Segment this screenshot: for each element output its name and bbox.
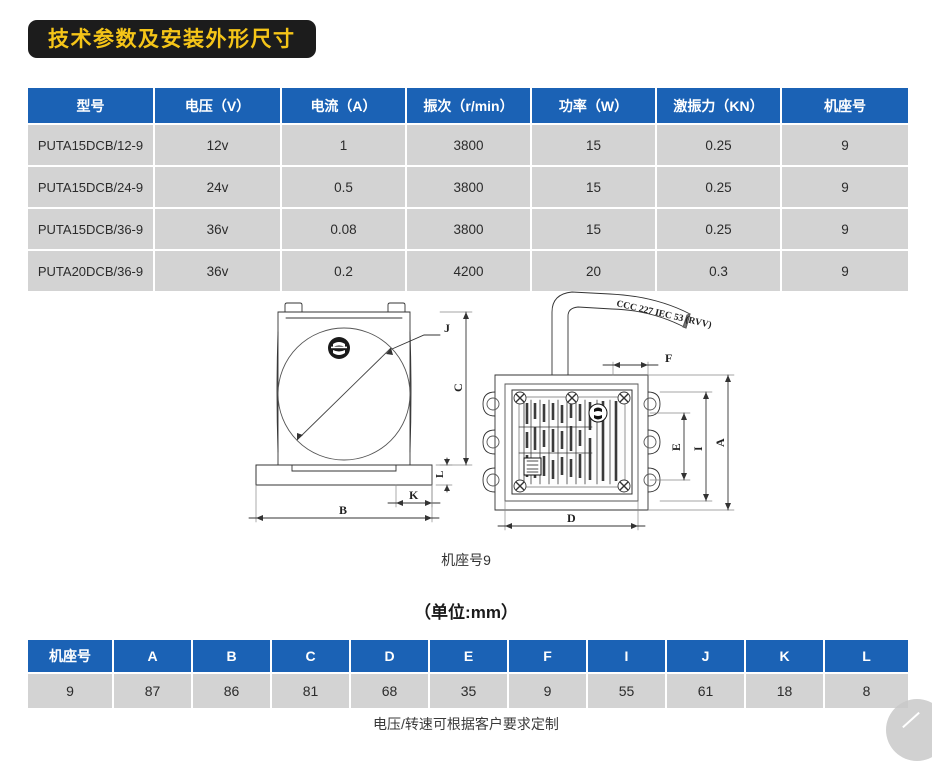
col-header-model: 型号 (28, 88, 155, 125)
dim-label-K: K (409, 488, 419, 502)
dim-col-header-l: L (825, 640, 908, 674)
dim-col-header-b: B (193, 640, 272, 674)
col-header-voltage: 电压（V） (155, 88, 282, 125)
dim-col-header-k: K (746, 640, 825, 674)
dim-col-header-i: I (588, 640, 667, 674)
cell-frequency: 3800 (407, 167, 532, 209)
cell-exciting-force: 0.3 (657, 251, 782, 291)
cell-power: 15 (532, 125, 657, 167)
cell-power: 15 (532, 167, 657, 209)
dim-cell-a: 87 (114, 674, 193, 708)
table-row: 9 87 86 81 68 35 9 55 61 18 8 (28, 674, 908, 708)
motor-nameplate-icon (511, 389, 633, 495)
dim-cell-f: 9 (509, 674, 588, 708)
table-row: PUTA15DCB/24-9 24v 0.5 3800 15 0.25 9 (28, 167, 908, 209)
dim-col-header-c: C (272, 640, 351, 674)
col-header-power: 功率（W） (532, 88, 657, 125)
dim-cell-e: 35 (430, 674, 509, 708)
cell-frame-no: 9 (782, 209, 908, 251)
dim-label-E: E (671, 443, 683, 451)
cell-exciting-force: 0.25 (657, 125, 782, 167)
corner-watermark-icon (886, 699, 932, 761)
cell-frame-no: 9 (782, 251, 908, 291)
cell-model: PUTA20DCB/36-9 (28, 251, 155, 291)
specification-table: 型号 电压（V） 电流（A） 振次（r/min） 功率（W） 激振力（KN） 机… (28, 88, 908, 291)
dim-cell-frame-no: 9 (28, 674, 114, 708)
cell-frequency: 3800 (407, 209, 532, 251)
page-title: 技术参数及安装外形尺寸 (48, 27, 296, 51)
cell-current: 1 (282, 125, 407, 167)
cell-model: PUTA15DCB/24-9 (28, 167, 155, 209)
cell-frame-no: 9 (782, 167, 908, 209)
dim-col-header-f: F (509, 640, 588, 674)
cell-current: 0.2 (282, 251, 407, 291)
footer-note: 电压/转速可根据客户要求定制 (373, 716, 559, 732)
dim-label-D: D (567, 511, 576, 525)
dim-col-header-frame-no: 机座号 (28, 640, 114, 674)
cell-model: PUTA15DCB/36-9 (28, 209, 155, 251)
drawing-caption-unit: （单位:mm） (414, 603, 518, 622)
dim-col-header-j: J (667, 640, 746, 674)
cell-frame-no: 9 (782, 125, 908, 167)
cell-frequency: 4200 (407, 251, 532, 291)
cell-exciting-force: 0.25 (657, 167, 782, 209)
cell-power: 15 (532, 209, 657, 251)
dimension-table: 机座号 A B C D E F I J K L 9 87 86 81 68 35… (28, 640, 908, 708)
cell-voltage: 12v (155, 125, 282, 167)
dim-cell-j: 61 (667, 674, 746, 708)
dim-label-A: A (713, 438, 727, 447)
page-title-banner: 技术参数及安装外形尺寸 (28, 20, 316, 58)
col-header-frequency: 振次（r/min） (407, 88, 532, 125)
cell-current: 0.5 (282, 167, 407, 209)
dim-label-B: B (339, 503, 347, 517)
front-view: CCC 227 IEC 53 (RVV) (482, 291, 735, 531)
dim-cell-b: 86 (193, 674, 272, 708)
dim-cell-i: 55 (588, 674, 667, 708)
cell-voltage: 36v (155, 251, 282, 291)
cell-voltage: 36v (155, 209, 282, 251)
table-row: PUTA20DCB/36-9 36v 0.2 4200 20 0.3 9 (28, 251, 908, 291)
dim-label-I: I (693, 446, 705, 451)
cell-model: PUTA15DCB/12-9 (28, 125, 155, 167)
dim-col-header-d: D (351, 640, 430, 674)
cover-screws (513, 391, 631, 493)
side-view: J C L K (248, 302, 473, 523)
dim-cell-l: 8 (825, 674, 908, 708)
table-row: PUTA15DCB/12-9 12v 1 3800 15 0.25 9 (28, 125, 908, 167)
dim-table-header-row: 机座号 A B C D E F I J K L (28, 640, 908, 674)
dim-label-F: F (665, 351, 672, 365)
table-row: PUTA15DCB/36-9 36v 0.08 3800 15 0.25 9 (28, 209, 908, 251)
table-header-row: 型号 电压（V） 电流（A） 振次（r/min） 功率（W） 激振力（KN） 机… (28, 88, 908, 125)
cell-exciting-force: 0.25 (657, 209, 782, 251)
drawing-caption-frame-no: 机座号9 (441, 552, 491, 568)
brand-logo-icon (328, 337, 350, 359)
dim-label-C: C (451, 383, 465, 392)
dim-label-L: L (434, 471, 446, 478)
cell-voltage: 24v (155, 167, 282, 209)
dim-cell-c: 81 (272, 674, 351, 708)
dim-col-header-a: A (114, 640, 193, 674)
cell-frequency: 3800 (407, 125, 532, 167)
dim-col-header-e: E (430, 640, 509, 674)
cell-power: 20 (532, 251, 657, 291)
dim-cell-d: 68 (351, 674, 430, 708)
col-header-frame-no: 机座号 (782, 88, 908, 125)
col-header-current: 电流（A） (282, 88, 407, 125)
technical-drawing: J C L K (0, 272, 932, 540)
dim-label-J: J (444, 321, 450, 335)
dim-cell-k: 18 (746, 674, 825, 708)
cell-current: 0.08 (282, 209, 407, 251)
drawing-svg: J C L K (248, 291, 735, 531)
col-header-exciting-force: 激振力（KN） (657, 88, 782, 125)
